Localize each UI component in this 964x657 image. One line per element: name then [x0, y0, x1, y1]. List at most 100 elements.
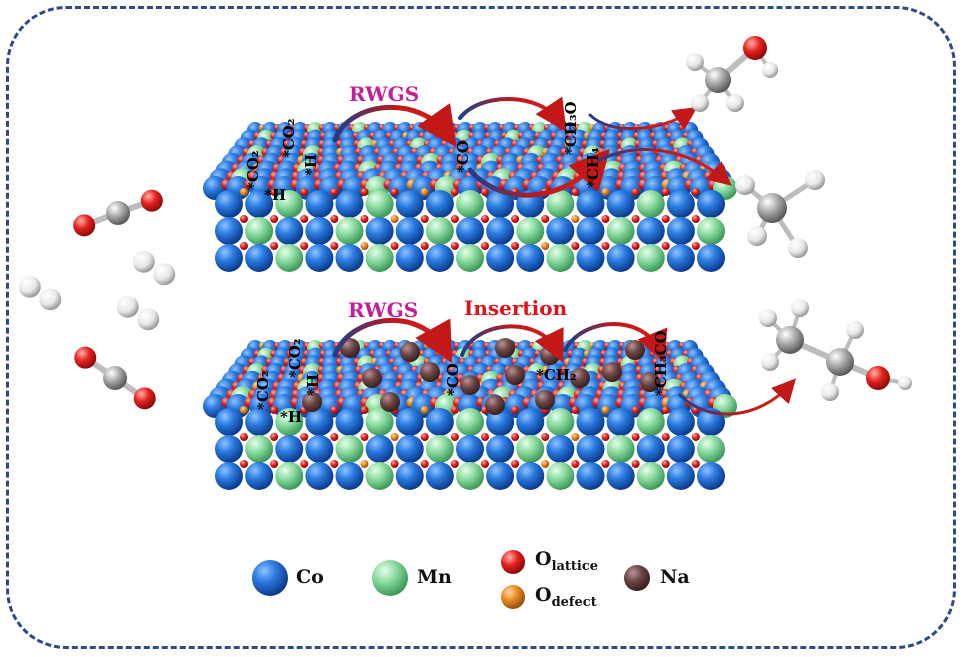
- oxygen-atom: [360, 215, 369, 223]
- oxygen-atom: [571, 215, 580, 223]
- bulk-atom: [456, 408, 484, 436]
- bulk-atom: [546, 244, 575, 272]
- bulk-atom: [697, 190, 725, 218]
- legend-co-label: Co: [296, 566, 324, 588]
- bulk-atom: [335, 462, 364, 490]
- bulk-atom: [606, 408, 635, 436]
- bulk-atom: [606, 435, 635, 463]
- oxygen-atom: [450, 242, 459, 250]
- bulk-atom: [215, 408, 243, 436]
- carbon-atom: [776, 326, 804, 354]
- bulk-atom: [395, 244, 424, 272]
- oxygen-atom: [661, 242, 670, 250]
- species-top-co2-b: *CO₂: [280, 118, 298, 158]
- hydrogen-atom: [132, 250, 155, 273]
- oxygen-atom: [240, 188, 248, 196]
- carbon-atom: [757, 193, 787, 223]
- bulk-atom: [305, 462, 334, 490]
- bulk-atom: [275, 217, 304, 245]
- oxygen-atom: [691, 460, 700, 468]
- bulk-atom: [456, 435, 484, 463]
- bulk-atom: [486, 435, 515, 463]
- oxygen-atom: [420, 242, 429, 250]
- hydrogen-atom: [726, 94, 744, 112]
- bulk-atom: [486, 190, 515, 218]
- bulk-atom: [486, 408, 515, 436]
- hydrogen-atom: [759, 309, 777, 327]
- bulk-atom: [606, 462, 635, 490]
- legend-o-lattice-ball: [501, 550, 525, 574]
- bulk-atom: [516, 462, 545, 490]
- species-bot-co2-a: *CO₂: [254, 370, 272, 410]
- oxygen-atom: [691, 215, 700, 223]
- carbon-atom: [705, 67, 731, 93]
- legend-o-defect-ball: [501, 585, 525, 609]
- bulk-atom: [305, 190, 334, 218]
- oxygen-atom: [691, 188, 700, 196]
- hydrogen-atom: [18, 275, 41, 298]
- species-bot-co: *CO: [444, 363, 462, 396]
- bulk-atom: [335, 190, 364, 218]
- catalyst-slab-bottom: [203, 338, 737, 490]
- oxygen-atom: [74, 346, 97, 369]
- bulk-atom: [456, 217, 484, 245]
- bulk-atom: [245, 244, 274, 272]
- na-atom: [400, 342, 420, 362]
- oxygen-atom: [240, 406, 248, 414]
- na-atom: [625, 340, 645, 360]
- na-atom: [420, 362, 440, 382]
- bulk-atom: [305, 217, 334, 245]
- bulk-atom: [666, 244, 695, 272]
- oxygen-atom: [300, 188, 309, 196]
- species-bot-h-b: *H: [304, 373, 322, 396]
- bulk-atom: [245, 435, 274, 463]
- oxygen-atom: [390, 215, 399, 223]
- hydrogen-atom: [898, 376, 912, 390]
- oxygen-atom: [511, 406, 520, 414]
- arrow-top-rwgs: [332, 103, 457, 148]
- carbon-atom: [103, 366, 127, 390]
- species-bot-ch3co: *CH₃CO: [652, 330, 670, 396]
- bulk-atom: [666, 217, 695, 245]
- bulk-atom: [516, 408, 545, 436]
- oxygen-atom: [661, 188, 670, 196]
- bulk-atom: [546, 190, 575, 218]
- oxygen-atom: [270, 215, 279, 223]
- bulk-atom: [395, 435, 424, 463]
- hydrogen-atom: [735, 175, 755, 195]
- bulk-atom: [576, 244, 605, 272]
- bulk-atom: [546, 462, 575, 490]
- oxygen-atom: [133, 387, 156, 410]
- bulk-atom: [395, 462, 424, 490]
- species-top-co: *CO: [454, 140, 472, 173]
- bulk-atom: [636, 435, 665, 463]
- na-atom: [535, 390, 555, 410]
- oxygen-atom: [481, 460, 489, 468]
- bulk-atom: [425, 435, 454, 463]
- bulk-atom: [666, 408, 695, 436]
- hydrogen-atom: [691, 94, 709, 112]
- arrow-top-ch4-out: [598, 148, 732, 186]
- legend-o-lattice-label: Olattice: [535, 548, 599, 574]
- species-top-ch3o: *CH₃O: [562, 101, 580, 155]
- top-rwgs-label: RWGS: [349, 82, 420, 106]
- oxygen-atom: [240, 215, 248, 223]
- bulk-atom: [606, 190, 635, 218]
- oxygen-atom: [511, 215, 520, 223]
- oxygen-atom: [330, 406, 339, 414]
- oxygen-atom: [140, 189, 163, 212]
- na-atom: [505, 365, 525, 385]
- carbon-atom: [826, 348, 854, 376]
- hydrogen-atom: [791, 299, 809, 317]
- oxygen-atom: [360, 433, 369, 441]
- hydrogen-atom: [116, 295, 139, 318]
- bulk-atom: [666, 435, 695, 463]
- oxygen-atom: [270, 433, 279, 441]
- bulk-atom: [245, 462, 274, 490]
- oxygen-atom: [661, 215, 670, 223]
- legend-mn-label: Mn: [417, 566, 452, 588]
- na-atom: [340, 338, 360, 358]
- species-bot-ch2: *CH₂: [536, 366, 577, 384]
- bulk-atom: [576, 408, 605, 436]
